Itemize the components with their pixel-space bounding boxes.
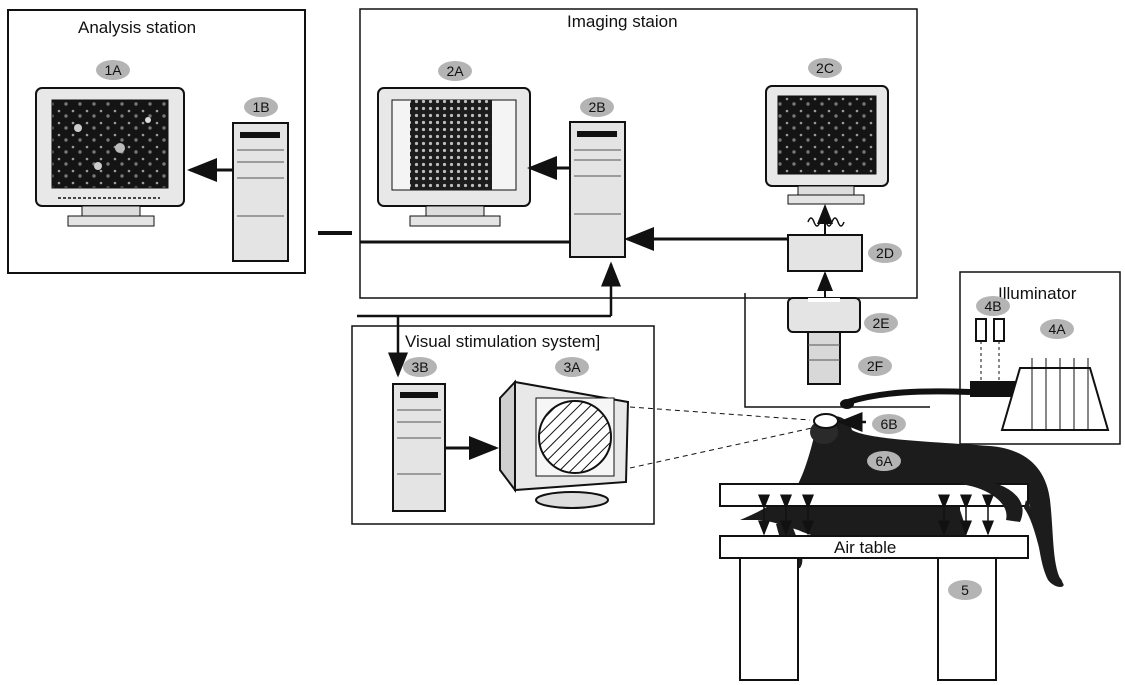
chamber-6B [813, 413, 839, 429]
imaging-station-title: Imaging staion [567, 12, 678, 31]
visual-stim-title: Visual stimulation system] [405, 332, 601, 351]
camera-controller-2D [787, 234, 863, 272]
label-4B: 4B [976, 296, 1010, 316]
label-2A: 2A [438, 61, 472, 81]
stim-monitor-3A [499, 379, 630, 509]
air-table-spring-arrows [758, 494, 994, 536]
light-guide [847, 388, 971, 405]
air-table [719, 480, 1063, 681]
signal-wave [807, 217, 845, 227]
illuminator-title: Illuminator [998, 284, 1077, 303]
air-table-label: Air table [834, 538, 897, 557]
label-4A: 4A [1040, 319, 1074, 339]
analysis-monitor [35, 87, 185, 227]
analysis-station-title: Analysis station [78, 18, 197, 37]
label-2C: 2C [808, 58, 842, 78]
label-6A: 6A [867, 451, 901, 471]
label-2B: 2B [580, 97, 614, 117]
lamp-housing-4A [1000, 358, 1110, 431]
label-2D: 2D [868, 243, 902, 263]
cable-to-subject [744, 293, 930, 408]
imaging-monitor-2C [765, 85, 889, 205]
imaging-computer-tower-2B [569, 121, 626, 258]
imaging-station-box [359, 8, 918, 299]
camera-body-2E [787, 297, 861, 333]
analysis-station-box [7, 9, 306, 274]
view-line-bottom [629, 427, 813, 469]
label-3A: 3A [555, 357, 589, 377]
stim-computer-tower-3B [392, 383, 446, 512]
camera-lens-2F [807, 331, 841, 385]
visual-stim-box [351, 325, 655, 525]
imaging-monitor-2A [377, 87, 531, 227]
label-3B: 3B [403, 357, 437, 377]
label-2E: 2E [864, 313, 898, 333]
label-2F: 2F [858, 356, 892, 376]
label-1B: 1B [244, 97, 278, 117]
label-5: 5 [948, 580, 982, 600]
label-6B: 6B [872, 414, 906, 434]
analysis-computer-tower [232, 122, 289, 262]
light-guide-tip [840, 399, 854, 409]
label-1A: 1A [96, 60, 130, 80]
filter-holder-4B [970, 318, 1022, 397]
illuminator-box [959, 271, 1121, 445]
view-line-top [629, 406, 811, 421]
